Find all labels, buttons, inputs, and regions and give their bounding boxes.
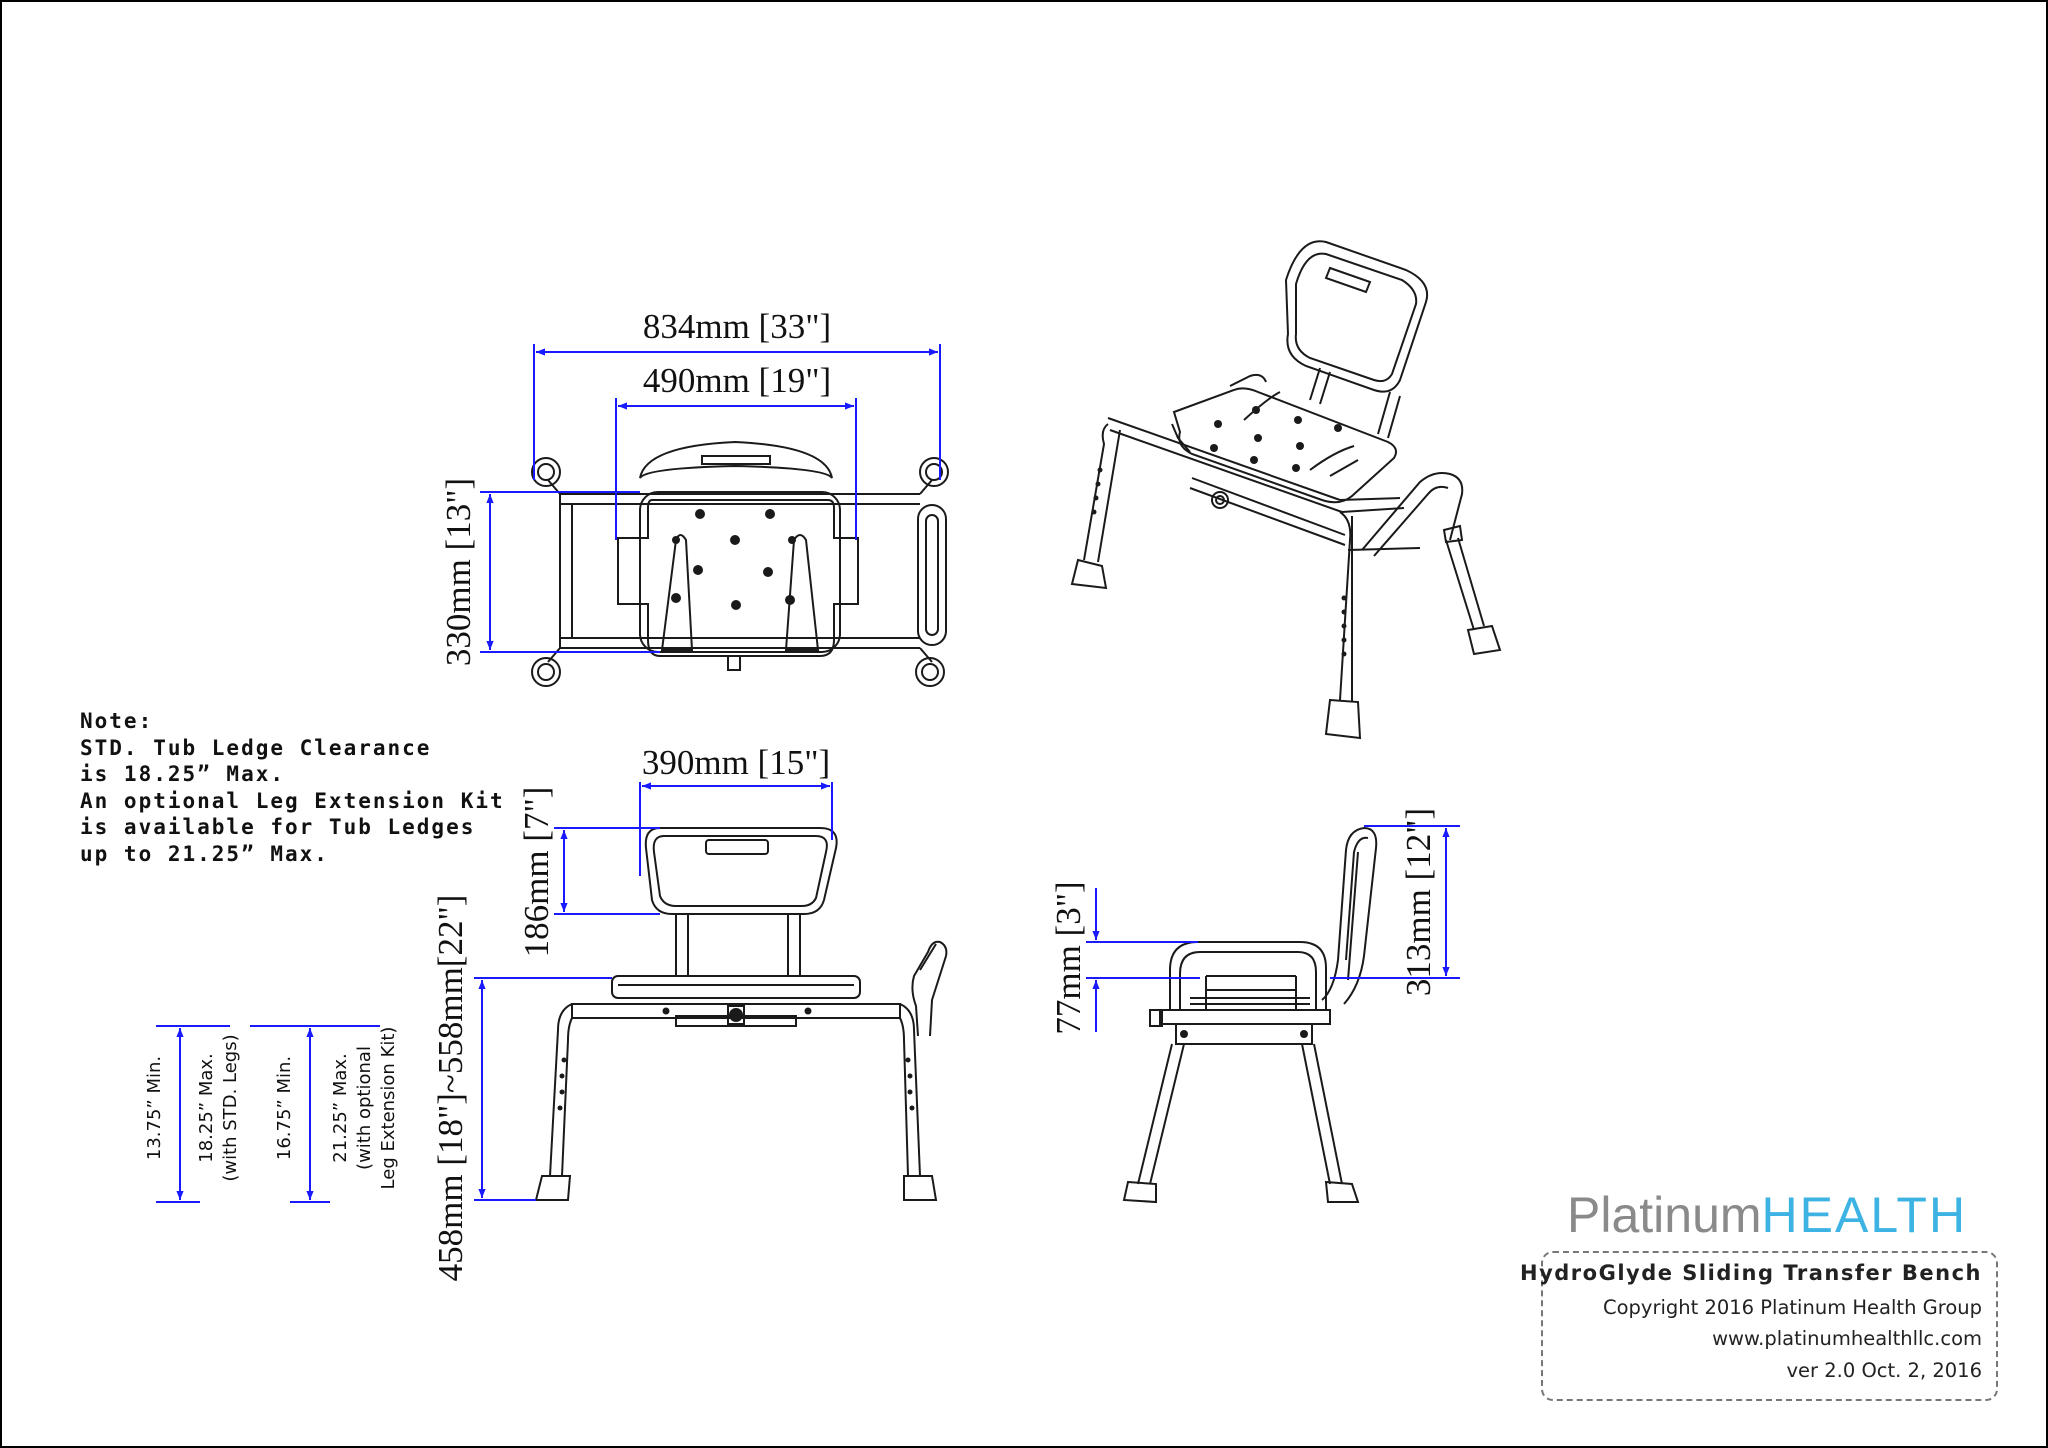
side-view-dimensions (1086, 825, 1460, 1032)
dim-backrest-width: 390mm [15"] (642, 743, 830, 782)
note-line: STD. Tub Ledge Clearance (80, 735, 432, 760)
note-line: is 18.25” Max. (80, 762, 286, 786)
title-block: HydroGlyde Sliding Transfer Bench Copyri… (1520, 1251, 1998, 1401)
dim-seat-thickness: 77mm [3"] (1049, 881, 1088, 1034)
note-line: up to 21.25” Max. (80, 841, 329, 866)
dim-backrest-height: 186mm [7"] (517, 787, 556, 958)
front-view (534, 827, 948, 1201)
front-view-dimensions (156, 782, 833, 1203)
platinum-health-logo: PlatinumHEALTH (1567, 1186, 1967, 1244)
side-view (1122, 826, 1378, 1204)
iso-view (1070, 240, 1502, 740)
version-text: ver 2.0 Oct. 2, 2016 (1786, 1359, 1982, 1382)
website-text: www.platinumhealthllc.com (1712, 1327, 1982, 1350)
note-line: Note: (80, 709, 154, 733)
top-view-dimensions (480, 344, 941, 653)
logo-text-platinum: Platinum (1567, 1187, 1762, 1243)
note-line: An optional Leg Extension Kit (80, 788, 505, 813)
label-std-max: 18.25” Max. (196, 1053, 217, 1163)
label-ext-min: 16.75” Min. (274, 1056, 295, 1160)
dim-back-height-side: 313mm [12"] (1399, 808, 1438, 996)
note-line: is available for Tub Ledges (80, 815, 476, 839)
dim-seat-depth: 330mm [13"] (439, 478, 478, 666)
label-std-min: 13.75” Min. (144, 1056, 165, 1160)
label-ext-max-sub1: (with optional (354, 1046, 375, 1170)
label-std-max-sub: (with STD. Legs) (220, 1034, 241, 1181)
copyright-text: Copyright 2016 Platinum Health Group (1602, 1296, 1982, 1319)
dim-seat-height-range: 458mm [18"]~558mm[22"] (431, 895, 470, 1282)
product-title: HydroGlyde Sliding Transfer Bench (1520, 1261, 1982, 1285)
logo-text-health: HEALTH (1761, 1187, 1968, 1243)
note-block: Note: STD. Tub Ledge Clearance is 18.25”… (80, 708, 505, 867)
label-ext-max: 21.25” Max. (330, 1053, 351, 1163)
dim-seat-width: 490mm [19"] (643, 361, 831, 400)
label-ext-max-sub2: Leg Extension Kit) (378, 1027, 399, 1190)
top-view (531, 440, 949, 687)
dim-overall-width: 834mm [33"] (643, 307, 831, 346)
